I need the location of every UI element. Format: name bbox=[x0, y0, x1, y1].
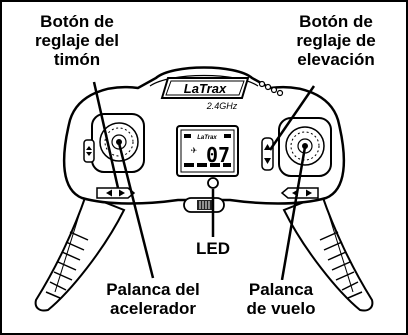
leader-elevator-trim bbox=[268, 85, 316, 151]
brand-logo-text: LaTrax bbox=[184, 81, 227, 96]
label-elevator-trim-line3: elevación bbox=[297, 50, 375, 69]
label-rudder-trim: Botón de reglaje del timón bbox=[18, 12, 136, 69]
brand-logo: LaTrax 2.4GHz bbox=[160, 77, 250, 111]
label-rudder-trim-line3: timón bbox=[53, 50, 101, 69]
left-side-trim-button[interactable] bbox=[83, 139, 95, 163]
leader-lines bbox=[92, 81, 316, 281]
left-grip bbox=[34, 193, 126, 312]
right-stick bbox=[302, 143, 308, 149]
power-switch[interactable] bbox=[183, 197, 225, 213]
label-flight-stick-line2: de vuelo bbox=[246, 299, 316, 318]
aileron-trim-buttons[interactable] bbox=[280, 187, 319, 199]
label-rudder-trim-line1: Botón de bbox=[40, 12, 114, 31]
label-flight-stick-line1: Palanca bbox=[248, 280, 314, 299]
elevator-trim-button[interactable] bbox=[261, 137, 274, 171]
label-elevator-trim: Botón de reglaje de elevación bbox=[278, 12, 394, 69]
label-throttle-line2: acelerador bbox=[110, 299, 196, 318]
leader-flight-stick bbox=[280, 146, 307, 281]
band-label: 2.4GHz bbox=[206, 101, 238, 111]
lcd-logo: LaTrax bbox=[197, 135, 217, 141]
label-flight-stick: Palanca de vuelo bbox=[240, 280, 322, 318]
label-rudder-trim-line2: reglaje del bbox=[34, 31, 120, 50]
antenna-bumps bbox=[258, 80, 284, 97]
leader-throttle bbox=[117, 142, 155, 279]
label-throttle: Palanca del acelerador bbox=[98, 280, 208, 318]
left-stick bbox=[116, 139, 122, 145]
label-led-text: LED bbox=[196, 239, 230, 258]
rudder-trim-buttons[interactable] bbox=[96, 187, 136, 199]
led-indicator bbox=[207, 177, 219, 189]
label-throttle-line1: Palanca del bbox=[106, 280, 200, 299]
label-elevator-trim-line2: reglaje de bbox=[296, 31, 376, 50]
lcd-screen: LaTrax ✈ 07 bbox=[176, 125, 239, 177]
label-led: LED bbox=[192, 239, 234, 258]
lcd-icon: ✈ bbox=[191, 146, 198, 155]
label-elevator-trim-line1: Botón de bbox=[299, 12, 373, 31]
leader-rudder-trim bbox=[92, 81, 120, 189]
right-grip bbox=[282, 193, 374, 312]
